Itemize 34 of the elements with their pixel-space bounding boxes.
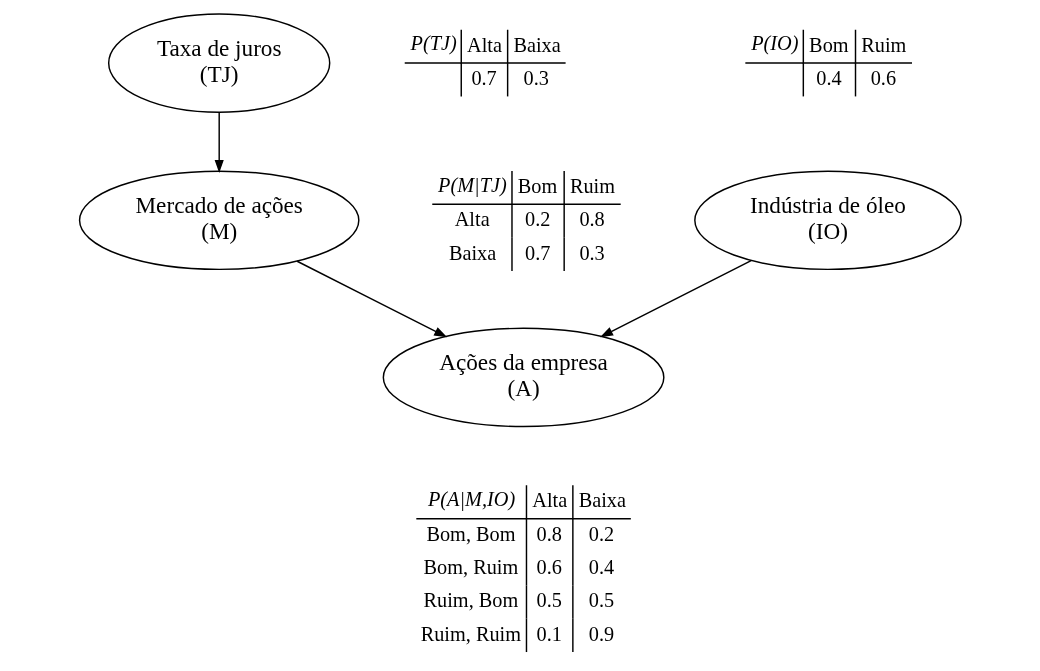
label: Bom, Bom <box>425 522 515 545</box>
label: 0.6 <box>536 556 562 579</box>
label: P(A|M,IO) <box>427 487 515 510</box>
label: 0.5 <box>588 589 614 612</box>
label: 0.2 <box>524 208 550 231</box>
label: 0.8 <box>578 208 605 231</box>
label: 0.1 <box>536 622 562 645</box>
label: Baixa <box>512 33 561 56</box>
label: 0.8 <box>536 522 562 545</box>
label: 0.3 <box>578 241 605 264</box>
label: 0.5 <box>536 589 562 612</box>
label: Bom, Ruim <box>423 556 518 579</box>
label: Bom <box>808 33 849 56</box>
label: P(M|TJ) <box>437 173 507 196</box>
label: Ruim, Ruim <box>420 622 521 645</box>
label: 0.4 <box>588 556 614 579</box>
label: 0.4 <box>815 67 842 90</box>
label: 0.7 <box>470 67 497 90</box>
label: Baixa <box>448 241 496 264</box>
label: 0.7 <box>524 241 550 264</box>
label: Ruim, Bom <box>423 589 518 612</box>
label: Alta <box>531 489 567 512</box>
label: 0.3 <box>523 67 549 90</box>
label: Baixa <box>578 489 626 512</box>
label: Alta <box>454 208 490 231</box>
label: 0.2 <box>588 522 614 545</box>
label: P(TJ) <box>410 32 457 55</box>
label: Ruim <box>860 33 906 56</box>
label: 0.9 <box>588 622 614 645</box>
label: Ruim <box>569 175 615 198</box>
label: 0.6 <box>870 67 896 90</box>
label: P(IO) <box>750 32 798 55</box>
label: Bom <box>517 175 557 198</box>
label: Alta <box>466 33 502 56</box>
